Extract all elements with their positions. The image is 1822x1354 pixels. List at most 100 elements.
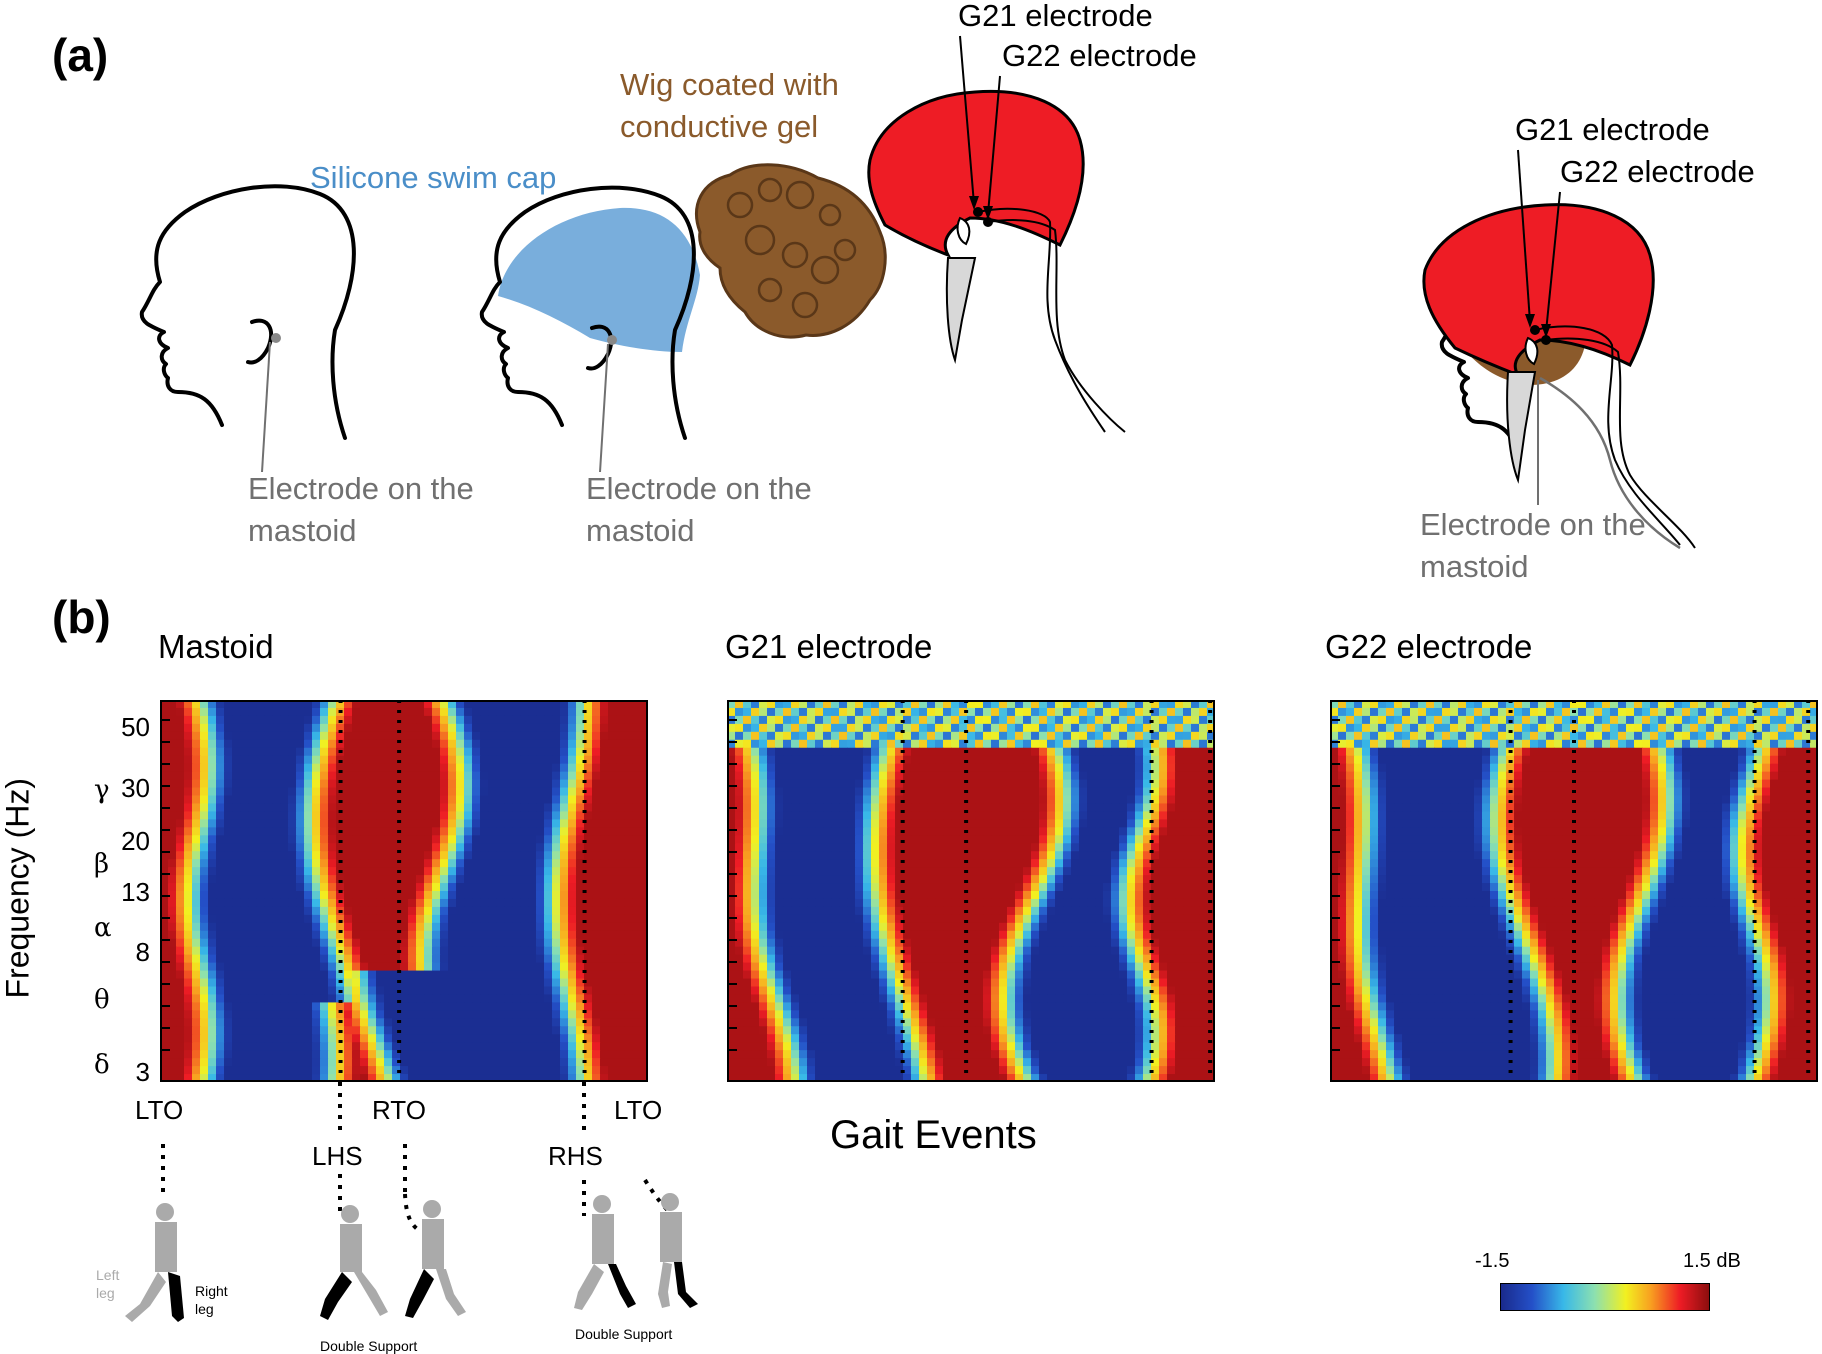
heatmap-cell [1015, 731, 1024, 741]
heatmap-cell [1119, 898, 1128, 908]
heatmap-cell [568, 739, 577, 749]
heatmap-cell [184, 747, 193, 757]
heatmap-cell [1023, 938, 1032, 948]
heatmap-cell [1087, 707, 1096, 717]
heatmap-cell [304, 1058, 313, 1067]
heatmap-cell [983, 851, 992, 860]
heatmap-cell [1071, 755, 1080, 765]
heatmap-cell [871, 954, 880, 964]
heatmap-cell [504, 763, 513, 773]
heatmap-cell [999, 763, 1008, 773]
heatmap-cell [192, 803, 201, 813]
heatmap-cell [632, 811, 641, 820]
heatmap-cell [160, 739, 169, 749]
heatmap-cell [488, 994, 497, 1004]
heatmap-cell [520, 954, 529, 964]
heatmap-cell [272, 795, 281, 805]
heatmap-cell [456, 970, 465, 980]
heatmap-cell [855, 707, 864, 717]
heatmap-cell [616, 867, 625, 876]
heatmap-cell [975, 787, 984, 797]
heatmap-cell [823, 763, 832, 773]
heatmap-cell [368, 755, 377, 765]
heatmap-cell [472, 763, 481, 773]
heatmap-cell [424, 819, 433, 828]
heatmap-cell [991, 771, 1000, 781]
heatmap-cell [999, 803, 1008, 813]
heatmap-cell [224, 898, 233, 908]
heatmap-cell [208, 986, 217, 996]
heatmap-cell [552, 1050, 561, 1059]
heatmap-cell [640, 867, 648, 876]
heatmap-cell [847, 819, 856, 828]
heatmap-cell [208, 898, 217, 908]
heatmap-cell [168, 731, 177, 741]
heatmap-cell [536, 771, 545, 781]
heatmap-cell [887, 779, 896, 789]
heatmap-cell [288, 715, 297, 725]
heatmap-cell [288, 1042, 297, 1051]
heatmap-cell [1167, 723, 1176, 733]
heatmap-cell [336, 795, 345, 805]
heatmap-cell [408, 859, 417, 868]
heatmap-cell [376, 946, 385, 956]
heatmap-cell [424, 755, 433, 765]
heatmap-cell [248, 1058, 257, 1067]
heatmap-cell [472, 1066, 481, 1075]
heatmap-cell [488, 946, 497, 956]
heatmap-cell [1015, 930, 1024, 940]
heatmap-cell [855, 914, 864, 924]
heatmap-cell [280, 1018, 289, 1027]
heatmap-cell [432, 715, 441, 725]
heatmap-cell [1151, 930, 1160, 940]
heatmap-cell [280, 1034, 289, 1043]
heatmap-cell [432, 883, 441, 892]
heatmap-cell [727, 747, 736, 757]
heatmap-cell [344, 891, 353, 900]
heatmap-cell [1167, 898, 1176, 908]
heatmap-cell [448, 867, 457, 876]
heatmap-cell [735, 938, 744, 948]
heatmap-cell [352, 883, 361, 892]
heatmap-cell [264, 1042, 273, 1051]
heatmap-cell [1007, 755, 1016, 765]
heatmap-cell [576, 763, 585, 773]
heatmap-cell [608, 938, 617, 948]
heatmap-cell [1031, 739, 1040, 749]
heatmap-cell [320, 763, 329, 773]
heatmap-cell [240, 962, 249, 972]
heatmap-cell [887, 707, 896, 717]
heatmap-cell [400, 819, 409, 828]
heatmap-cell [1207, 755, 1215, 765]
heatmap-cell [520, 835, 529, 844]
heatmap-cell [256, 1018, 265, 1027]
heatmap-cell [432, 867, 441, 876]
heatmap-cell [544, 1034, 553, 1043]
heatmap-cell [1111, 755, 1120, 765]
heatmap-cell [504, 898, 513, 908]
heatmap-cell [1199, 739, 1208, 749]
heatmap-cell [767, 763, 776, 773]
heatmap-cell [480, 1034, 489, 1043]
heatmap-cell [871, 906, 880, 916]
heatmap-cell [1047, 700, 1056, 709]
heatmap-cell [320, 715, 329, 725]
heatmap-cell [488, 715, 497, 725]
heatmap-cell [1063, 867, 1072, 876]
heatmap-cell [1135, 859, 1144, 868]
heatmap-cell [448, 819, 457, 828]
heatmap-cell [1175, 851, 1184, 860]
heatmap-cell [192, 715, 201, 725]
heatmap-cell [576, 803, 585, 813]
heatmap-cell [1087, 747, 1096, 757]
heatmap-cell [392, 867, 401, 876]
heatmap-cell [1111, 938, 1120, 948]
heatmap-cell [1063, 755, 1072, 765]
heatmap-cell [424, 946, 433, 956]
heatmap-cell [576, 1058, 585, 1067]
heatmap-cell [224, 922, 233, 932]
heatmap-cell [448, 715, 457, 725]
heatmap-cell [520, 731, 529, 741]
heatmap-cell [232, 819, 241, 828]
heatmap-cell [512, 851, 521, 860]
